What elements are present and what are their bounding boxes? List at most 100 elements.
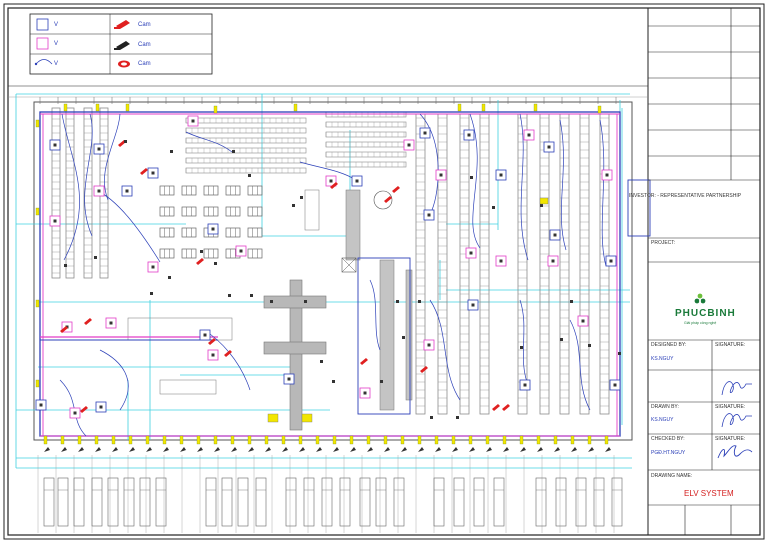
cable-run	[429, 299, 461, 401]
sensor-dot-icon	[456, 416, 459, 419]
wall-device-icon	[485, 435, 490, 445]
device-marker	[211, 353, 215, 357]
cable-routes	[39, 111, 651, 437]
dock-camera-icon	[469, 447, 475, 452]
device-marker	[427, 343, 431, 347]
pallet-block	[181, 248, 197, 259]
cable-run	[559, 119, 567, 251]
dock-camera-icon	[316, 447, 322, 452]
signature-designed	[721, 381, 752, 396]
pallet-block	[159, 227, 175, 238]
company-name: PHUCBINH	[675, 308, 736, 319]
wall-device-icon	[468, 435, 473, 445]
wall-device-icon	[35, 207, 40, 216]
legend-label-cable: V	[54, 61, 59, 67]
dock-camera-icon	[282, 447, 288, 452]
truck-bay	[73, 477, 85, 527]
pallet-block	[225, 227, 241, 238]
wall-device-icon	[213, 435, 218, 445]
dock-camera-icon	[537, 447, 543, 452]
wall-device-icon	[264, 435, 269, 445]
central-column	[289, 279, 303, 431]
wall-device-icon	[43, 435, 48, 445]
drawing-name-label: DRAWING NAME:	[651, 473, 693, 479]
wall-device-icon	[332, 435, 337, 445]
wall-device-icon	[196, 435, 201, 445]
device-marker	[39, 403, 43, 407]
cable-run	[569, 319, 591, 411]
wall-device-icon	[519, 435, 524, 445]
sensor-dot-icon	[232, 150, 235, 153]
dock-camera-icon	[333, 447, 339, 452]
sensor-dot-icon	[492, 206, 495, 209]
blue-square-icon	[36, 18, 49, 31]
shelf-block	[405, 269, 413, 401]
red-camera-icon	[208, 338, 216, 345]
legend-label-cam-1: Cam	[138, 22, 151, 28]
investor-label: INVESTOR: - REPRESENTATIVE PARTNERSHIP	[629, 193, 742, 199]
wall-device-icon	[553, 435, 558, 445]
device-marker	[151, 171, 155, 175]
truck-bay	[303, 477, 315, 527]
wall-device-icon	[383, 435, 388, 445]
dock-camera-icon	[78, 447, 84, 452]
dock-camera-icon	[180, 447, 186, 452]
cable-run	[599, 119, 607, 267]
building-outline	[33, 101, 633, 441]
pallet-block	[181, 185, 197, 196]
rack-row	[579, 113, 590, 415]
wall-device-icon	[570, 435, 575, 445]
red-camera-icon	[140, 168, 148, 175]
sensor-dot-icon	[396, 300, 399, 303]
red-camera-icon	[420, 366, 428, 373]
wall-device-icon	[63, 103, 68, 112]
device-marker	[471, 303, 475, 307]
checked-by-name: PGĐ.HT.NGUY	[651, 450, 686, 456]
wall-device-icon	[502, 435, 507, 445]
sensor-dot-icon	[470, 176, 473, 179]
red-camera-icon	[80, 406, 88, 413]
dock-camera-icon	[163, 447, 169, 452]
device-marker	[553, 233, 557, 237]
device-marker	[439, 173, 443, 177]
shelf-block	[304, 189, 320, 231]
wall-device-icon	[145, 435, 150, 445]
device-marker	[191, 119, 195, 123]
device-marker	[469, 251, 473, 255]
device-marker	[581, 319, 585, 323]
designed-by-label: DESIGNED BY:	[651, 342, 687, 348]
sensor-dot-icon	[200, 250, 203, 253]
legend-label-cam-2: Cam	[138, 42, 151, 48]
truck-bay	[473, 477, 485, 527]
yellow-junction	[267, 413, 279, 423]
magenta-square-icon	[36, 37, 49, 50]
truck-bay	[237, 477, 249, 527]
sensor-dot-icon	[560, 338, 563, 341]
pallet-block	[225, 185, 241, 196]
wall-device-icon	[125, 103, 130, 112]
signature-label-1: SIGNATURE:	[715, 342, 746, 348]
device-marker	[499, 173, 503, 177]
wall-device-icon	[230, 435, 235, 445]
device-marker	[613, 383, 617, 387]
dock-camera-icon	[231, 447, 237, 452]
cable-trays	[15, 93, 632, 469]
pallet-block	[247, 185, 263, 196]
sensor-dot-icon	[94, 256, 97, 259]
device-symbols	[35, 103, 621, 452]
device-marker	[109, 321, 113, 325]
pallet-block	[247, 206, 263, 217]
phucbinh-logo-icon	[694, 293, 706, 304]
wall-device-icon	[35, 379, 40, 388]
truck-bay	[433, 477, 445, 527]
wall-device-icon	[35, 119, 40, 128]
shelf-block	[379, 259, 395, 411]
dock-camera-icon	[197, 447, 203, 452]
wall-device-icon	[451, 435, 456, 445]
sensor-dot-icon	[228, 294, 231, 297]
wall-device-icon	[434, 435, 439, 445]
legend-label-magenta: V	[54, 41, 59, 47]
wall-device-icon	[536, 435, 541, 445]
wall-device-icon	[35, 299, 40, 308]
rack-row	[51, 107, 61, 279]
